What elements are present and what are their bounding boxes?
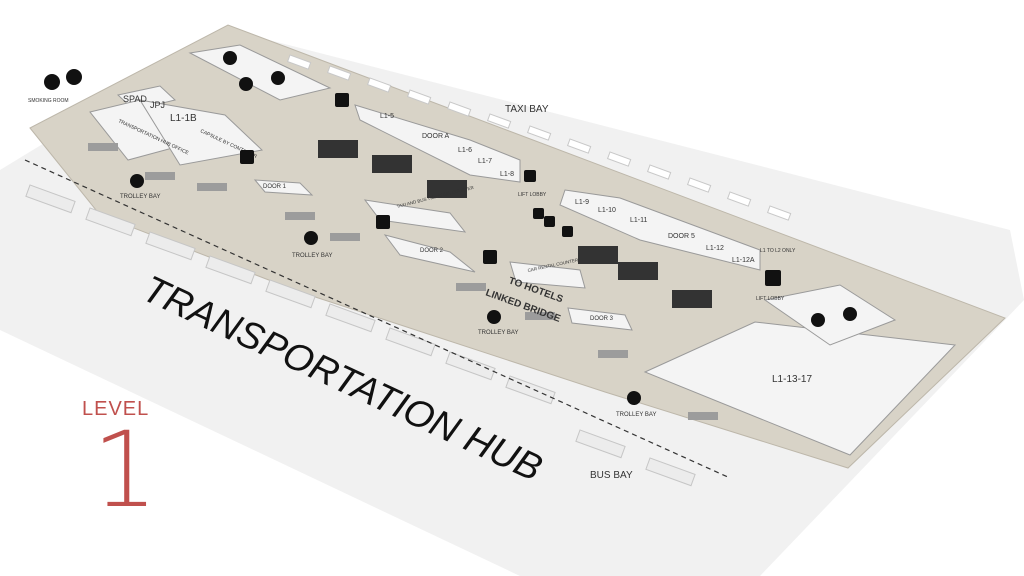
ticket-icon [376, 215, 390, 229]
ticket-icon-2 [544, 216, 555, 227]
trolley-bay-label-1: TROLLEY BAY [120, 194, 160, 200]
spad-label: SPAD [123, 94, 147, 104]
block-taxi-counter [363, 199, 467, 233]
trolley-bay-label-3: TROLLEY BAY [478, 330, 518, 336]
door-5-label: DOOR 5 [668, 233, 695, 240]
unit-l1-6: L1-6 [458, 147, 472, 154]
lift-icon-3 [765, 270, 781, 286]
block-units-north [354, 104, 521, 183]
unit-l1-5: L1-5 [380, 113, 394, 120]
unit-l1-13-17: L1-13-17 [772, 374, 812, 385]
toilet-icon-2 [843, 307, 857, 321]
lift-icon [335, 93, 349, 107]
bus-lane-line [24, 159, 731, 479]
trolley-icon-4 [627, 391, 641, 405]
taxi-bay-slots [286, 54, 792, 221]
crosswalks [88, 143, 718, 420]
block-units-mid [559, 189, 761, 271]
door-2-label: DOOR 2 [420, 248, 444, 254]
block-door3 [567, 307, 633, 331]
smoking-room-label: SMOKING ROOM [28, 98, 69, 104]
bus-bay-slots [25, 184, 696, 487]
unit-l1-12: L1-12 [706, 245, 724, 252]
prayer-icon [66, 69, 82, 85]
map-icons [44, 51, 857, 405]
block-l1-13-17 [643, 321, 957, 456]
bus-bay-label: BUS BAY [590, 470, 633, 481]
unit-l1-7: L1-7 [478, 158, 492, 165]
toilet-icon [271, 71, 285, 85]
kiosk-icon [562, 226, 573, 237]
unit-l1-12a: L1-12A [732, 257, 755, 264]
trolley-icon [483, 250, 497, 264]
level-number: 1 [92, 409, 159, 531]
wheelchair-icon [239, 77, 253, 91]
trolley-icon-2 [304, 231, 318, 245]
block-capsule [138, 99, 264, 166]
lift-l2-only-label: L1 TO L2 ONLY [760, 248, 796, 254]
smoking-icon [44, 74, 60, 90]
taxi-bay-label: TAXI BAY [505, 104, 549, 115]
wheelchair-icon-2 [811, 313, 825, 327]
door-a-label: DOOR A [422, 133, 450, 140]
l1-1b-label: L1-1B [170, 113, 197, 124]
buildings [89, 44, 957, 456]
trolley-icon-1 [130, 174, 144, 188]
unit-l1-11: L1-11 [630, 217, 647, 224]
seating-areas [318, 140, 712, 308]
jpj-label: JPJ [150, 100, 165, 110]
block-door2 [383, 234, 476, 273]
door-1-label: DOOR 1 [263, 184, 287, 190]
block-car-rental [509, 261, 586, 289]
block-door1 [253, 179, 314, 196]
atm-icon [240, 150, 254, 164]
trolley-bay-label-4: TROLLEY BAY [616, 412, 656, 418]
escalator-icon [223, 51, 237, 65]
atm-icon-2 [533, 208, 544, 219]
lift-icon-2 [524, 170, 536, 182]
door-3-label: DOOR 3 [590, 316, 614, 322]
trolley-icon-3 [487, 310, 501, 324]
level-label: LEVEL [82, 398, 150, 420]
block-toilets-east [763, 284, 897, 346]
lift-lobby-label-2: LIFT LOBBY [756, 296, 785, 302]
lift-lobby-label-1: LIFT LOBBY [518, 192, 547, 198]
trolley-bay-label-2: TROLLEY BAY [292, 253, 332, 259]
unit-l1-9: L1-9 [575, 199, 589, 206]
unit-l1-8: L1-8 [500, 171, 514, 178]
unit-l1-10: L1-10 [598, 207, 616, 214]
